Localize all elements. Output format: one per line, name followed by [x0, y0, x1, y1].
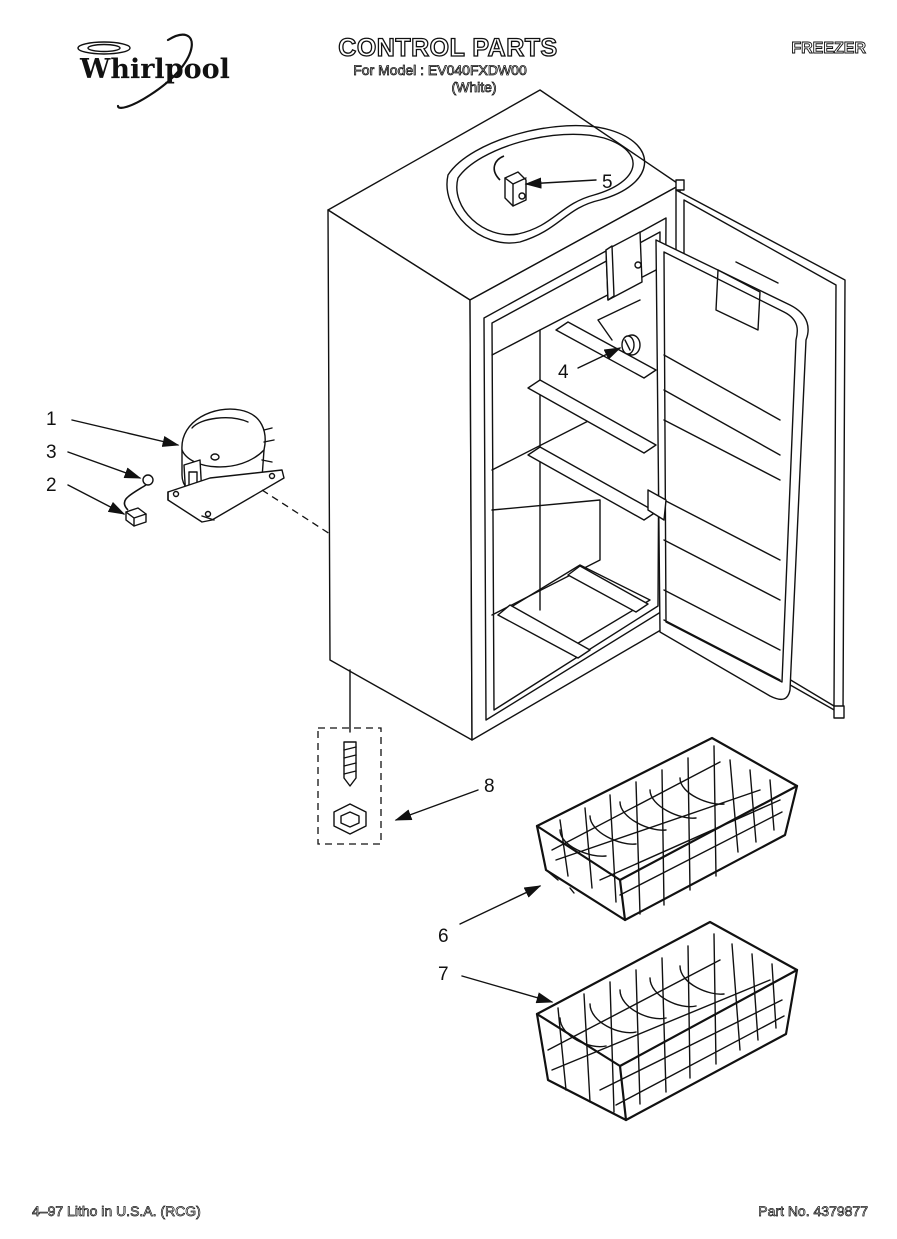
upper-basket-part-6 — [535, 736, 799, 922]
swirl-logo-icon — [77, 33, 193, 109]
leader-line-6 — [459, 885, 542, 925]
callout-2: 2 — [46, 475, 57, 496]
compressor-part-1 — [167, 408, 285, 523]
brand-wordmark: Whirlpool — [79, 54, 230, 85]
leveling-leg-part-8 — [317, 669, 382, 845]
callout-6: 6 — [438, 926, 449, 947]
lower-basket-part-7 — [535, 920, 799, 1122]
callout-3: 3 — [46, 442, 57, 463]
refrigerator-cabinet — [327, 89, 681, 741]
leader-line-7 — [461, 975, 554, 1004]
part-number: Part No. 4379877 — [758, 1203, 868, 1219]
whirlpool-logo: Whirlpool — [77, 33, 230, 109]
control-knob-part-4 — [621, 334, 641, 356]
thermostat-part-5 — [493, 155, 527, 207]
relay-part-2 — [125, 507, 147, 527]
callout-5: 5 — [602, 172, 613, 193]
color-variant: (White) — [451, 79, 496, 95]
callout-7: 7 — [438, 964, 449, 985]
leader-line-8 — [394, 789, 479, 821]
model-number: For Model : EV040FXDW00 — [353, 62, 527, 78]
leader-line-5 — [524, 177, 597, 189]
callout-8: 8 — [484, 776, 495, 797]
compressor-connection-line — [261, 489, 331, 535]
leader-line-4 — [577, 347, 622, 369]
leader-line-1 — [71, 419, 180, 447]
leader-line-3 — [67, 451, 142, 479]
page-title: CONTROL PARTS — [338, 34, 557, 62]
callout-4: 4 — [558, 362, 569, 383]
print-info: 4–97 Litho in U.S.A. (RCG) — [32, 1203, 201, 1219]
refrigerator-door — [647, 179, 846, 719]
leader-line-2 — [67, 484, 126, 515]
callout-1: 1 — [46, 409, 57, 430]
overload-part-3 — [123, 474, 154, 511]
section-label: FREEZER — [791, 40, 866, 57]
